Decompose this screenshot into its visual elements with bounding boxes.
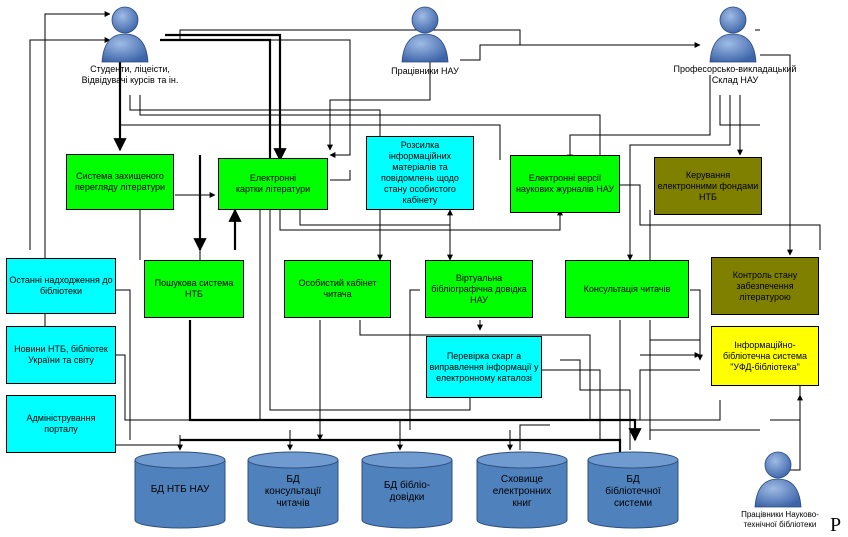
thick-connectors [113, 33, 642, 455]
box-ejournals: Електронні версії наукових журналів НАУ [510, 155, 620, 213]
connector-lines [29, 11, 821, 471]
box-supply-control: Контроль стану забезпечення літературою [711, 257, 819, 315]
db-label-library-system: БД бібліотечної системи [605, 474, 661, 509]
box-personal-cabinet: Особистий кабінет читача [284, 260, 391, 318]
box-recent-arrivals: Останні надходження до бібліотеки [6, 258, 116, 314]
caption-tail-letter: Р [830, 514, 842, 536]
db-ntb-nau [134, 451, 226, 529]
actor-label-library-staff: Працівники Науково- технічної бібліотеки [741, 510, 819, 529]
actor-students-icon [101, 6, 149, 63]
actor-label-faculty: Професорсько-викладацький Склад НАУ [673, 64, 797, 85]
db-consultations [247, 451, 339, 529]
box-search-system: Пошукова система НТБ [144, 260, 244, 318]
db-label-ebook-storage: Сховище електронних книг [492, 474, 552, 509]
actor-label-students: Студенти, ліцеісти, Відвідувачі курсів т… [81, 64, 179, 85]
box-reader-consultation: Консультація читачів [565, 260, 689, 318]
box-secure-view: Система захищеного перегляду літератури [66, 154, 174, 210]
box-complaints-check: Перевірка скарг а виправлення інформації… [426, 336, 542, 398]
db-ebook-storage [476, 451, 568, 529]
db-label-consultations: БД консультації читачів [264, 474, 322, 509]
db-label-bibliography: БД бібліо- довідки [383, 480, 431, 503]
db-label-ntb-nau: БД НТБ НАУ [150, 484, 210, 495]
box-virtual-reference: Віртуальна бібліографічна довідка НАУ [425, 260, 533, 318]
box-ufd-library: Інформаційно-бібліотечна система "УФД-бі… [711, 326, 819, 386]
actor-faculty-icon [709, 6, 757, 63]
database-cylinders [134, 451, 679, 529]
actor-library-staff-icon [754, 451, 802, 508]
db-library-system [587, 451, 679, 529]
actor-label-staff: Працівники НАУ [391, 66, 459, 76]
db-bibliography [361, 451, 453, 529]
box-fund-management: Керування електронними фондами НТБ [654, 157, 762, 215]
actor-staff-icon [401, 6, 449, 63]
box-mailing: Розсилка інформаційних матеріалів та пов… [366, 136, 474, 210]
box-portal-admin: Адміністрування порталу [6, 395, 116, 453]
box-ecards: Електронні картки літератури [218, 158, 328, 210]
box-news: Новини НТБ, бібліотек України та світу [6, 326, 116, 384]
